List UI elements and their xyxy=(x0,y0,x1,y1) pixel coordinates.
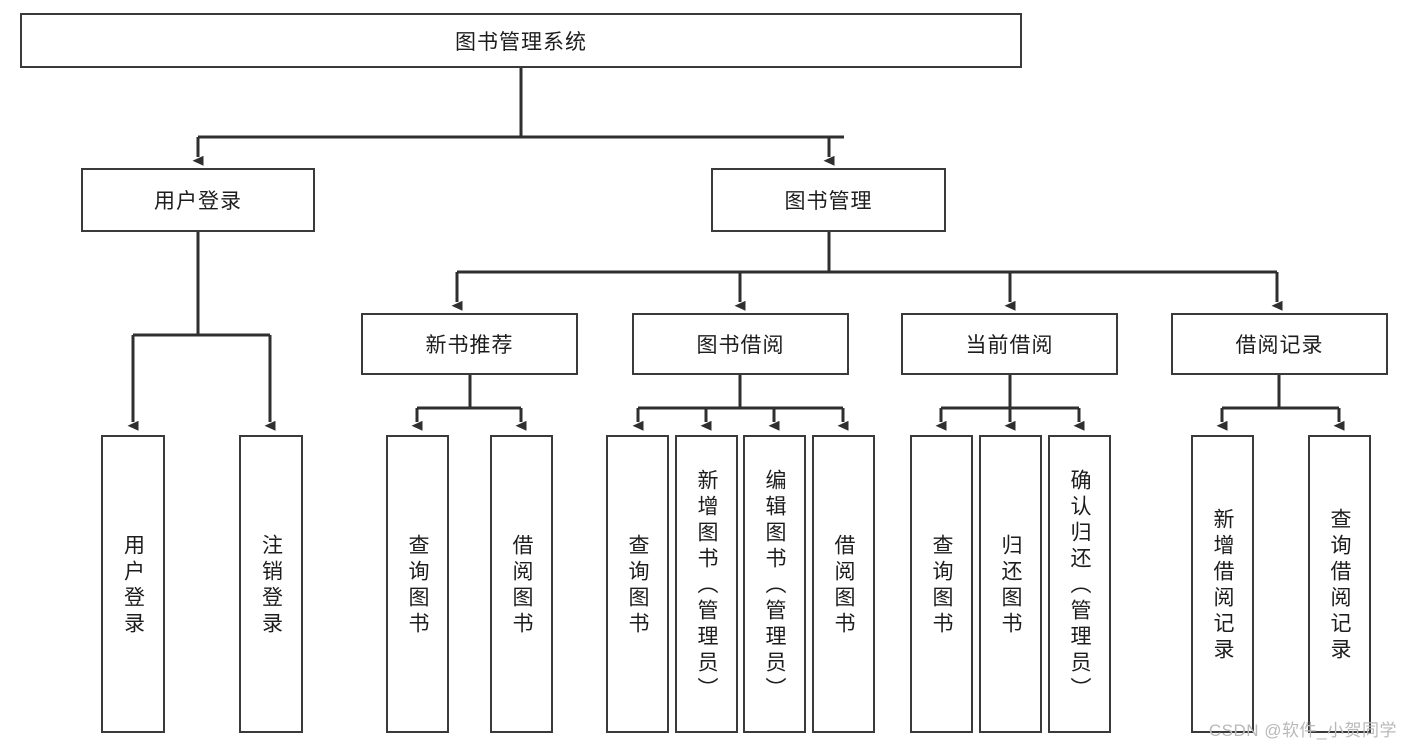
leaf-borrow-book-2[interactable]: 借阅图书 xyxy=(812,435,875,733)
node-new-book-recommend-label: 新书推荐 xyxy=(425,334,514,357)
node-borrow-record[interactable]: 借阅记录 xyxy=(1171,313,1388,375)
node-user-login[interactable]: 用户登录 xyxy=(81,168,315,232)
leaf-query-book-2-label: 查询图书 xyxy=(626,534,649,638)
leaf-edit-book[interactable]: 编辑图书（管理员） xyxy=(743,435,806,733)
leaf-query-book-3-label: 查询图书 xyxy=(930,534,953,638)
node-borrow-record-label: 借阅记录 xyxy=(1235,334,1324,357)
leaf-query-book-1-label: 查询图书 xyxy=(406,534,429,638)
leaf-query-book-3[interactable]: 查询图书 xyxy=(910,435,973,733)
leaf-user-logout-label: 注销登录 xyxy=(259,534,283,638)
leaf-add-book[interactable]: 新增图书（管理员） xyxy=(675,435,738,733)
node-user-login-label: 用户登录 xyxy=(154,190,242,213)
leaf-edit-book-label: 编辑图书（管理员） xyxy=(763,469,786,703)
leaf-query-record[interactable]: 查询借阅记录 xyxy=(1308,435,1371,733)
leaf-borrow-book-1[interactable]: 借阅图书 xyxy=(490,435,553,733)
leaf-return-book[interactable]: 归还图书 xyxy=(979,435,1042,733)
node-current-borrow[interactable]: 当前借阅 xyxy=(901,313,1118,375)
leaf-confirm-return-label: 确认归还（管理员） xyxy=(1068,469,1091,703)
node-book-borrow-label: 图书借阅 xyxy=(696,334,785,357)
leaf-add-record[interactable]: 新增借阅记录 xyxy=(1191,435,1254,733)
watermark-text: CSDN @软件_小贺同学 xyxy=(1208,721,1397,740)
node-book-management[interactable]: 图书管理 xyxy=(711,168,946,232)
leaf-user-logout[interactable]: 注销登录 xyxy=(239,435,303,733)
leaf-confirm-return[interactable]: 确认归还（管理员） xyxy=(1048,435,1111,733)
node-current-borrow-label: 当前借阅 xyxy=(965,334,1054,357)
leaf-borrow-book-2-label: 借阅图书 xyxy=(832,534,855,638)
leaf-add-record-label: 新增借阅记录 xyxy=(1211,508,1234,664)
leaf-user-login-label: 用户登录 xyxy=(121,534,145,638)
leaf-return-book-label: 归还图书 xyxy=(999,534,1022,638)
leaf-query-book-1[interactable]: 查询图书 xyxy=(386,435,449,733)
leaf-borrow-book-1-label: 借阅图书 xyxy=(510,534,533,638)
leaf-user-login[interactable]: 用户登录 xyxy=(101,435,165,733)
node-new-book-recommend[interactable]: 新书推荐 xyxy=(361,313,578,375)
leaf-query-record-label: 查询借阅记录 xyxy=(1328,508,1351,664)
node-root[interactable]: 图书管理系统 xyxy=(20,13,1022,68)
leaf-query-book-2[interactable]: 查询图书 xyxy=(606,435,669,733)
leaf-add-book-label: 新增图书（管理员） xyxy=(695,469,718,703)
node-book-borrow[interactable]: 图书借阅 xyxy=(632,313,849,375)
node-root-label: 图书管理系统 xyxy=(455,30,587,54)
node-book-management-label: 图书管理 xyxy=(784,190,873,213)
